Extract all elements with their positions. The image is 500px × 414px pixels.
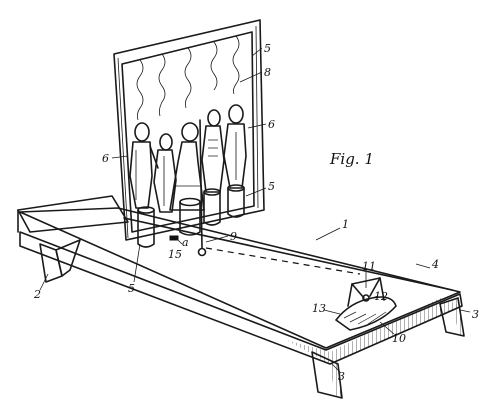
figure-man-1 [129,122,159,209]
label-a: a [182,236,189,249]
board [17,195,463,365]
figure-man-2 [153,133,177,213]
cords [136,35,240,121]
stands [137,184,245,248]
upright-frame [113,19,265,241]
legs [39,239,465,399]
label-5a: 5 [128,282,135,295]
label-3a: 3 [338,370,345,383]
label-4: 4 [431,258,439,271]
leader-lines [39,47,471,373]
pole [169,119,207,257]
small-block [169,235,179,241]
label-5b: 5 [268,180,275,193]
trajectory-line [205,247,361,275]
figures [129,104,247,213]
label-6b: 6 [268,118,275,131]
label-1: 1 [342,218,349,231]
figure-caption: Fig. 1 [329,150,374,168]
figure-man-4 [223,104,247,189]
label-12: 12 [374,290,388,303]
label-3b: 3 [472,308,479,321]
label-13: 13 [312,302,326,315]
label-8: 8 [264,66,271,79]
label-7: 5 [264,42,271,55]
figure-man-3 [201,109,225,193]
label-15: 15 [168,248,182,261]
label-10: 10 [392,332,406,345]
figure-woman [169,122,205,211]
label-6a: 6 [102,152,109,165]
label-9: 9 [230,230,237,243]
label-11: 11 [362,260,376,273]
reference-labels: 5 8 6 6 5 1 4 9 5 15 a 11 12 13 10 2 3 3… [33,42,479,383]
label-2: 2 [33,288,41,301]
